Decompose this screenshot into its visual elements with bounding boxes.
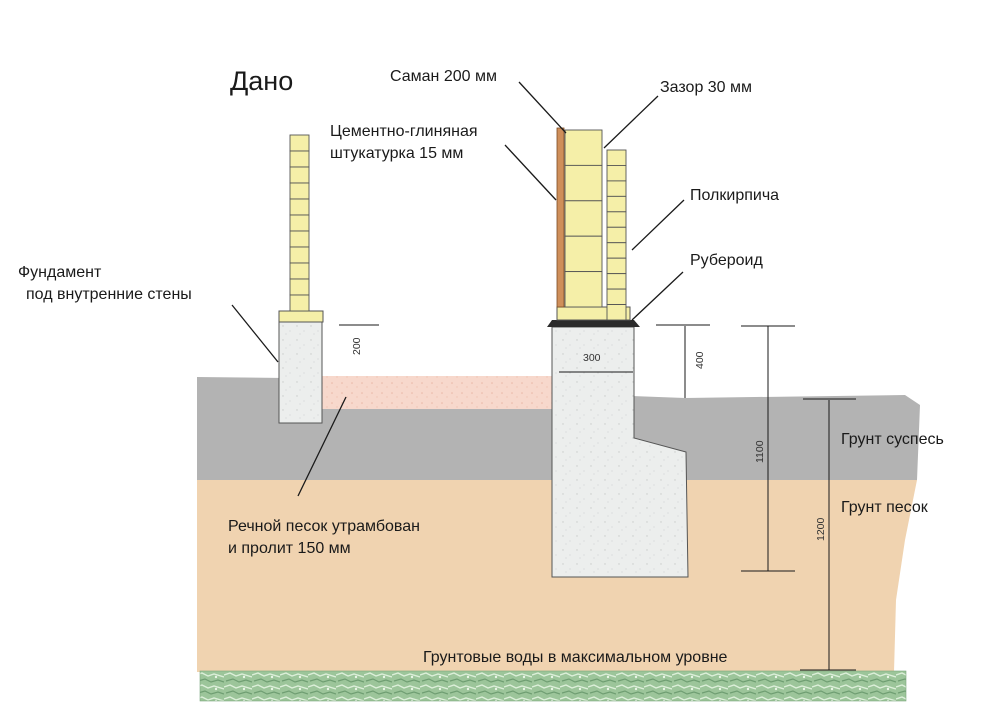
saman-block — [564, 235, 603, 273]
brick-course — [289, 134, 310, 152]
brick-course — [289, 262, 310, 280]
label-ruberoid: Рубероид — [690, 252, 763, 269]
brick-course — [289, 294, 310, 312]
brick-course — [606, 242, 627, 259]
groundwater-strip — [199, 670, 907, 702]
label-groundwater: Грунтовые воды в максимальном уровне — [423, 649, 728, 666]
label-plaster-line2: штукатурка 15 мм — [330, 145, 463, 162]
label-soil-sandy-loam: Грунт суспесь — [841, 431, 944, 448]
brick-course — [606, 226, 627, 244]
inner-foundation-cap — [278, 310, 324, 323]
brick-course — [289, 198, 310, 216]
label-inner-foundation-line2: под внутренние стены — [26, 286, 192, 303]
title: Дано — [230, 66, 293, 96]
brick-course — [606, 180, 627, 197]
brick-course — [289, 230, 310, 248]
inner-brick-wall — [289, 134, 310, 312]
label-saman: Саман 200 мм — [390, 68, 497, 85]
brick-course — [289, 166, 310, 184]
dim-inner-height: 200 — [351, 337, 363, 355]
brick-course — [289, 246, 310, 264]
label-soil-sand: Грунт песок — [841, 499, 929, 516]
inner-foundation — [278, 321, 323, 424]
brick-course — [289, 278, 310, 296]
brick-course — [606, 304, 627, 321]
saman-block — [564, 200, 603, 237]
ruberoid-sheet — [547, 320, 640, 327]
outer-foundation — [551, 326, 689, 578]
dim-depth: 1100 — [754, 440, 766, 463]
brick-course — [606, 211, 627, 228]
leader-lines — [231, 81, 685, 497]
saman-wall — [564, 129, 603, 308]
dim-foundation-width: 300 — [583, 352, 601, 364]
brick-course — [606, 165, 627, 182]
label-half-brick: Полкирпича — [690, 187, 779, 204]
label-inner-foundation-line1: Фундамент — [18, 264, 102, 281]
brick-course — [289, 214, 310, 232]
label-plaster-line1: Цементно-глиняная — [330, 123, 478, 140]
brick-course — [606, 288, 627, 305]
plaster-layer — [556, 127, 565, 308]
dim-above-ground: 400 — [694, 351, 706, 369]
label-river-sand-line2: и пролит 150 мм — [228, 540, 351, 557]
label-river-sand-line1: Речной песок утрамбован — [228, 518, 420, 535]
brick-course — [606, 257, 627, 275]
dimension-lines — [339, 324, 856, 671]
brick-course — [289, 182, 310, 200]
label-gap: Зазор 30 мм — [660, 79, 752, 96]
saman-block — [564, 129, 603, 166]
river-sand-layer — [322, 376, 555, 409]
brick-course — [606, 195, 627, 213]
brick-course — [606, 149, 627, 166]
dim-water-depth: 1200 — [815, 517, 827, 541]
half-brick-wall — [606, 149, 627, 321]
saman-block — [564, 271, 603, 308]
brick-course — [606, 273, 627, 290]
saman-block — [564, 164, 603, 202]
brick-course — [289, 150, 310, 168]
